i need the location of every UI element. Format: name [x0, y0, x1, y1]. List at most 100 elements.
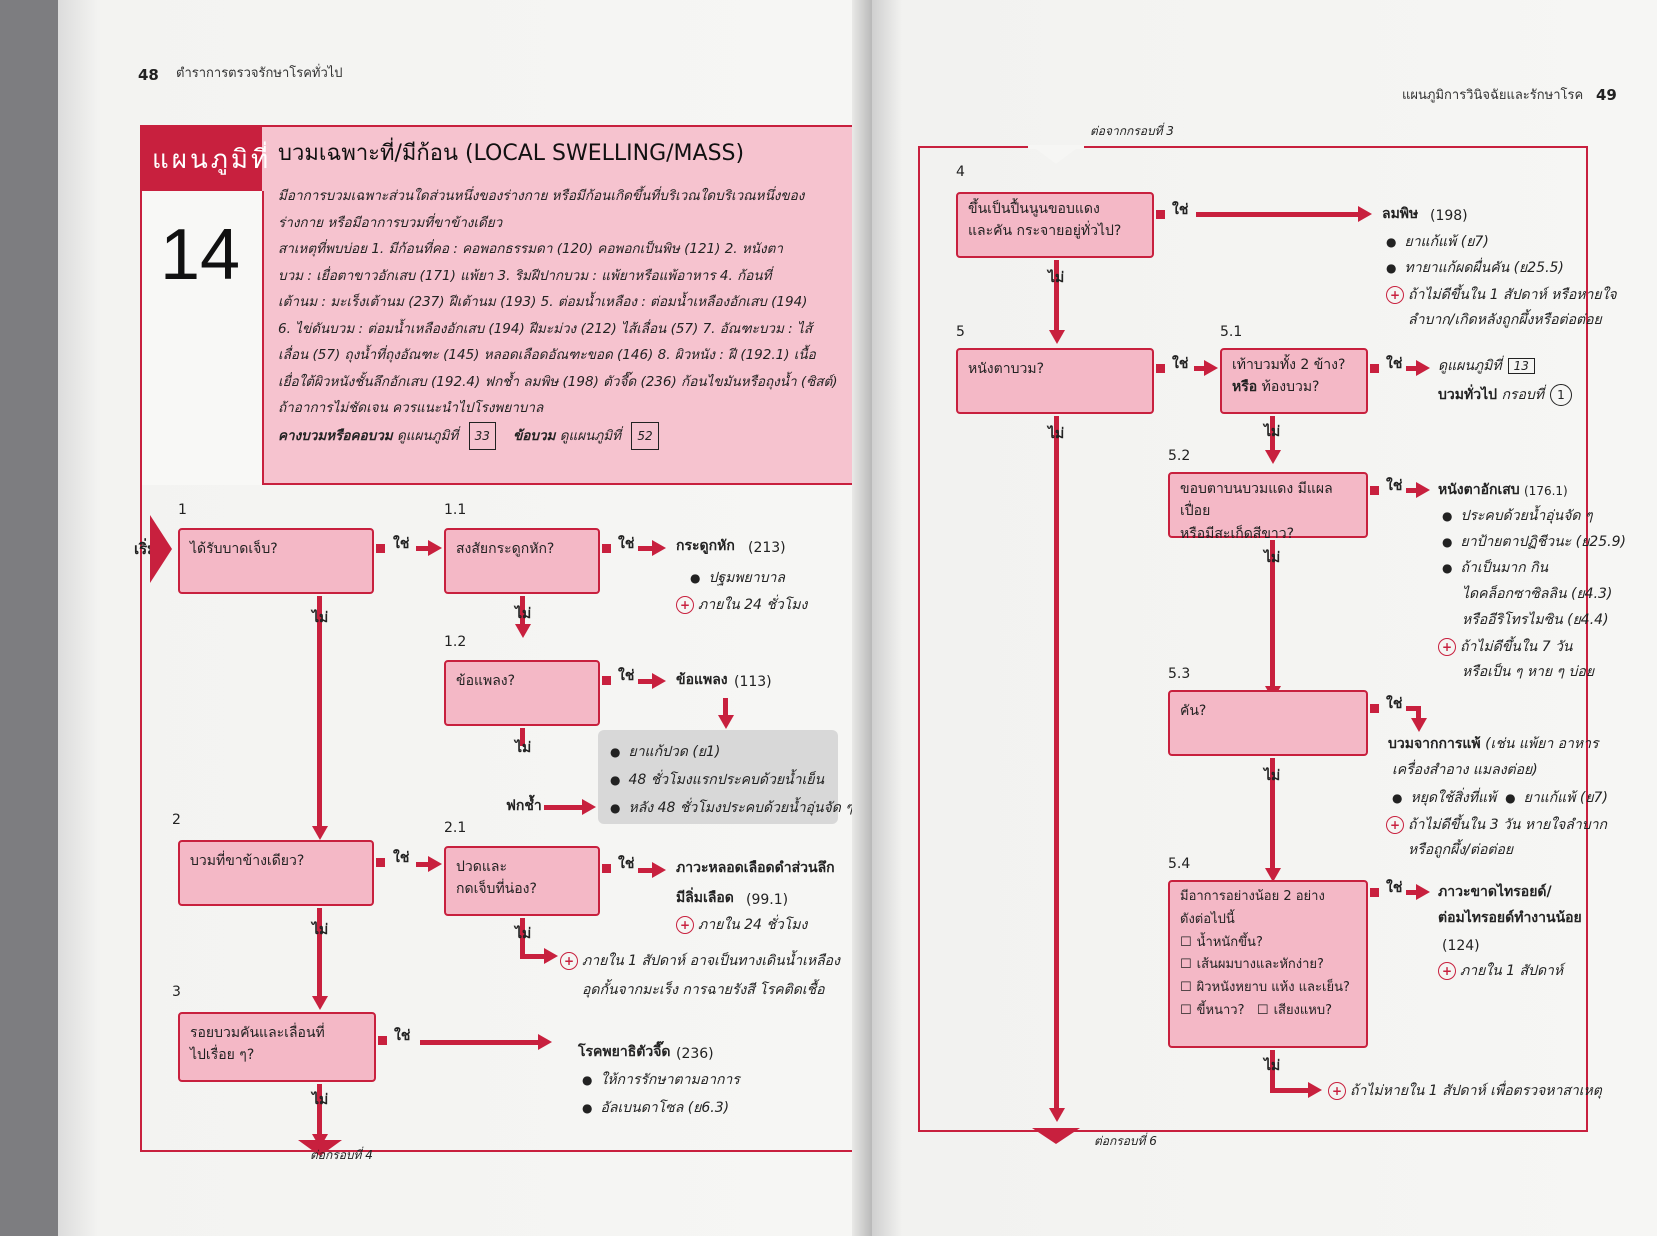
advice-item: ทายาแก้ผดผื่นคัน (ย25.5) [1386, 260, 1563, 277]
result-dvt: ภาวะหลอดเลือดดำส่วนลึก [676, 860, 835, 876]
advice-item: ยาแก้แพ้ (ย7) [1386, 234, 1488, 251]
neck-ref-see: ดูแผนภูมิที่ [397, 427, 459, 444]
running-header-right: แผนภูมิการวินิจฉัยและรักษาโรค [1402, 88, 1584, 103]
result-hypothyroid: ภาวะขาดไทรอยด์/ [1438, 884, 1552, 900]
result-detail: (เช่น แพ้ยา อาหาร [1485, 736, 1599, 752]
question-text: ปวดและ [456, 859, 507, 875]
see-chart-number: 13 [1507, 358, 1535, 375]
question-box-5: หนังตาบวม? [956, 348, 1154, 414]
advice-item: ยาป้ายตาปฏิชีวนะ (ย25.9) [1442, 534, 1625, 551]
referral-text: หรือถูกผึ้ง/ต่อต่อย [1408, 842, 1514, 858]
no-label: ไม่ [515, 926, 532, 942]
hospital-cross-icon: + [560, 952, 578, 970]
result-allergy: บวมจากการแพ้ (เช่น แพ้ยา อาหาร [1388, 736, 1599, 753]
yes-label: ใช่ [394, 1028, 411, 1044]
question-text: ได้รับบาดเจ็บ? [190, 541, 278, 557]
no-label: ไม่ [312, 610, 329, 626]
question-text: ไปเรื่อย ๆ? [190, 1047, 255, 1064]
question-text: ท้องบวม? [1261, 379, 1320, 396]
result-sprain: ข้อแพลง [676, 672, 728, 688]
referral-text: ถ้าไม่หายใน 1 สัปดาห์ เพื่อตรวจหาสาเหตุ [1350, 1083, 1602, 1099]
question-text: ดังต่อไปนี้ [1180, 911, 1235, 927]
referral-item: +ถ้าไม่ดีขึ้นใน 7 วัน [1438, 638, 1573, 656]
intro-line: เยื่อใต้ผิวหนังชั้นลึกอักเสบ (192.4) ฟกช… [278, 373, 838, 390]
flowchart-frame-right [918, 146, 1588, 1132]
question-text: ขอบตาบนบวมแดง มีแผลเปื่อย [1180, 481, 1333, 520]
result-name: บวมจากการแพ้ [1388, 736, 1481, 752]
yes-label: ใช่ [393, 536, 410, 552]
neck-ref-label: คางบวมหรือคอบวม [278, 427, 393, 444]
question-box-2: บวมที่ขาข้างเดียว? [178, 840, 374, 906]
intro-line: ร่างกาย หรือมีอาการบวมที่ขาข้างเดียว [278, 214, 503, 231]
question-text: บวมที่ขาข้างเดียว? [190, 853, 305, 869]
question-text: หนังตาบวม? [968, 361, 1044, 377]
referral-item: +ภายใน 1 สัปดาห์ อาจเป็นทางเดินน้ำเหลือง [560, 952, 840, 970]
yes-label: ใช่ [1386, 696, 1403, 712]
step-number: 3 [172, 984, 181, 1000]
chart-header: แผนภูมิที่ 14 บวมเฉพาะที่/มีก้อน (LOCAL … [140, 125, 908, 485]
advice-item: ให้การรักษาตามอาการ [582, 1072, 739, 1089]
symptom-checkbox: น้ำหนักขึ้น? [1180, 932, 1356, 955]
referral-text: อุดกั้นจากมะเร็ง การฉายรังสี โรคติดเชื้อ [582, 982, 825, 998]
advice-item: ไดคล็อกซาซิลลิน (ย4.3) [1462, 586, 1613, 602]
advice-item: หยุดใช้สิ่งที่แพ้ [1392, 790, 1496, 806]
bruise-label: ฟกช้ำ [506, 798, 542, 814]
referral-text: ถ้าไม่ดีขึ้นใน 7 วัน [1460, 639, 1573, 655]
question-box-1-2: ข้อแพลง? [444, 660, 600, 726]
advice-item: ถ้าเป็นมาก กิน [1442, 560, 1548, 577]
referral-item: +ภายใน 24 ชั่วโมง [676, 916, 807, 934]
hospital-cross-icon: + [1438, 638, 1456, 656]
see-chart-text: ดูแผนภูมิที่ [1438, 358, 1502, 374]
general-swelling-label: บวมทั่วไป [1438, 387, 1497, 403]
referral-text: ภายใน 24 ชั่วโมง [698, 597, 808, 613]
box-label: กรอบที่ [1501, 387, 1544, 403]
no-label: ไม่ [1048, 426, 1065, 442]
result-ref: (236) [676, 1046, 714, 1062]
referral-item: +ภายใน 24 ชั่วโมง [676, 596, 807, 614]
continue-label: ต่อกรอบที่ 4 [310, 1148, 373, 1162]
no-label: ไม่ [1264, 424, 1281, 440]
hospital-cross-icon: + [676, 916, 694, 934]
start-arrow-icon [150, 515, 172, 583]
right-page: แผนภูมิการวินิจฉัยและรักษาโรค 49 ต่อจากก… [872, 0, 1657, 1236]
step-number: 4 [956, 164, 965, 180]
referral-text: ลำบาก/เกิดหลังถูกผึ้งหรือต่อต่อย [1408, 312, 1602, 328]
referral-text: ภายใน 1 สัปดาห์ อาจเป็นทางเดินน้ำเหลือง [582, 953, 840, 969]
result-ref: (198) [1430, 208, 1468, 224]
yes-label: ใช่ [1386, 880, 1403, 896]
hospital-cross-icon: + [1386, 286, 1404, 304]
question-text: และคัน กระจายอยู่ทั่วไป? [968, 223, 1122, 240]
yes-label: ใช่ [1386, 478, 1403, 494]
chart-intro: มีอาการบวมเฉพาะส่วนใดส่วนหนึ่งของร่างกาย… [278, 183, 898, 450]
result-gnathostomiasis: โรคพยาธิตัวจี๊ด [578, 1044, 671, 1060]
yes-label: ใช่ [1172, 202, 1189, 218]
step-number: 1 [178, 502, 187, 518]
question-text: หรือมีสะเก็ดสีขาว? [1180, 525, 1295, 542]
intro-line: บวม : เยื่อตาขาวอักเสบ (171) แพ้ยา 3. ริ… [278, 267, 772, 284]
referral-text: ภายใน 1 สัปดาห์ [1460, 963, 1564, 979]
continue-arrow-icon [1032, 1128, 1080, 1144]
chart-number: 14 [160, 215, 241, 295]
hospital-cross-icon: + [676, 596, 694, 614]
entry-arrow-icon [1032, 146, 1080, 164]
no-label: ไม่ [312, 922, 329, 938]
left-page: 48 ตำราการตรวจรักษาโรคทั่วไป แผนภูมิที่ … [58, 0, 908, 1236]
advice-item: ยาแก้แพ้ (ย7) [1505, 790, 1608, 806]
chart-label-tab [142, 127, 262, 191]
question-box-5-1: เท้าบวมทั้ง 2 ข้าง?หรือ ท้องบวม? [1220, 348, 1368, 414]
result-ref: (113) [734, 674, 772, 690]
question-text: เท้าบวมทั้ง 2 ข้าง? [1232, 357, 1346, 373]
step-number: 1.2 [444, 634, 467, 650]
referral-text: ถ้าไม่ดีขึ้นใน 3 วัน หายใจลำบาก [1408, 817, 1607, 833]
result-ref: (213) [748, 540, 786, 556]
step-number: 1.1 [444, 502, 467, 518]
question-text: มีอาการอย่างน้อย 2 อย่าง [1180, 889, 1325, 904]
question-box-4: ขึ้นเป็นปื้นนูนขอบแดงและคัน กระจายอยู่ทั… [956, 192, 1154, 258]
care-item: หลัง 48 ชั่วโมงประคบด้วยน้ำอุ่นจัด ๆ [610, 800, 852, 817]
symptom-checkbox: ผิวหนังหยาบ แห้ง และเย็น? [1180, 977, 1356, 1000]
no-label: ไม่ [1264, 1058, 1281, 1074]
result-detail: เครื่องสำอาง แมลงต่อย) [1392, 762, 1538, 778]
question-text: คัน? [1180, 703, 1207, 719]
symptom-checkbox: เสียงแหบ? [1257, 1003, 1332, 1018]
no-label: ไม่ [1264, 550, 1281, 566]
